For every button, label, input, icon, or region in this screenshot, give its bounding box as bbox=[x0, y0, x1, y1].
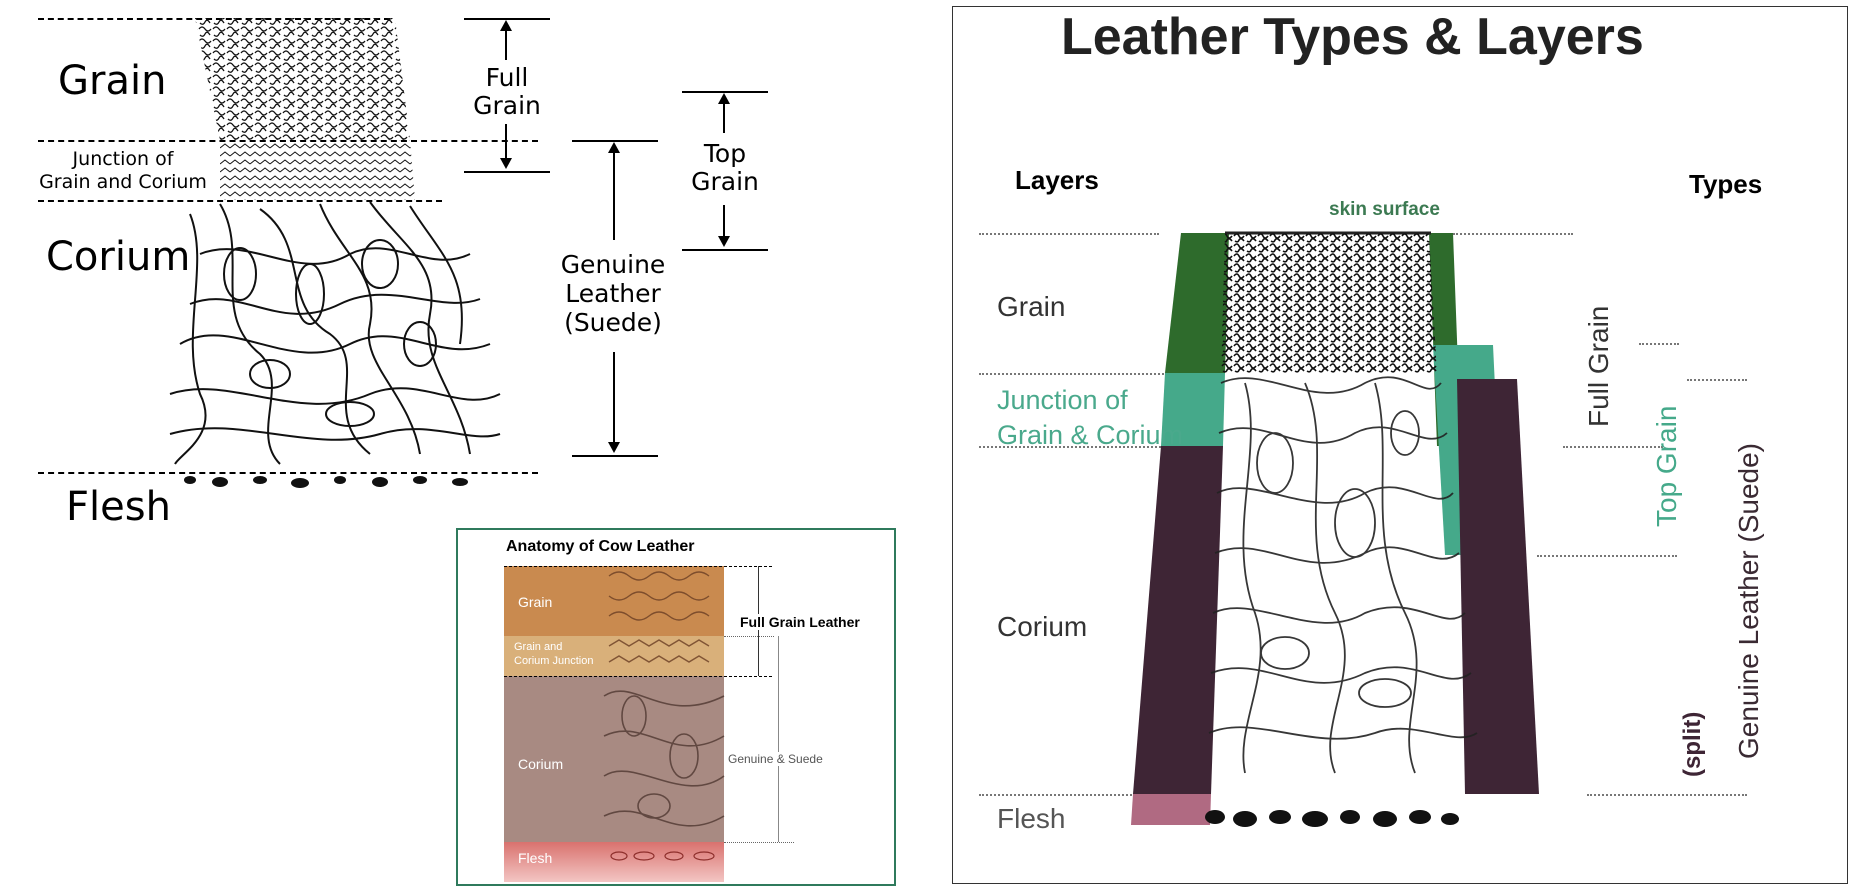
left-grain-dotted-line bbox=[979, 233, 1159, 235]
top-grain-line-upper bbox=[723, 103, 725, 133]
corium-layer-label: Corium bbox=[46, 234, 191, 280]
flesh-layer-label: Flesh bbox=[66, 484, 171, 530]
left-corium-bar bbox=[1133, 446, 1223, 794]
corium-flesh-boundary bbox=[38, 472, 538, 474]
genuine-line-lower bbox=[613, 352, 615, 444]
inset-grain-label: Grain bbox=[518, 594, 553, 610]
genuine-end-dotted-line bbox=[1587, 794, 1747, 796]
tissue-illustration bbox=[169, 18, 501, 488]
full-grain-type-label: Full Grain bbox=[454, 64, 560, 120]
flesh-layer-label-right: Flesh bbox=[997, 803, 1066, 834]
left-grain-bar bbox=[1165, 233, 1229, 373]
genuine-label-line2: Leather bbox=[565, 279, 661, 308]
junction-right-line1: Junction of bbox=[997, 385, 1128, 415]
inset-junction-label: Grain and Corium Junction bbox=[514, 640, 593, 668]
full-grain-type-label-right: Full Grain bbox=[1583, 305, 1614, 427]
genuine-label-line1: Genuine bbox=[560, 250, 666, 279]
left-corium-dotted-line bbox=[979, 446, 1169, 448]
full-grain-line-upper bbox=[505, 30, 507, 60]
full-grain-bottom-tick bbox=[464, 171, 550, 173]
central-tissue-illustration bbox=[1205, 233, 1478, 827]
skin-surface-label: skin surface bbox=[1329, 199, 1440, 220]
left-flesh-dotted-line bbox=[979, 794, 1175, 796]
junction-right-line2: Grain & Corium bbox=[997, 420, 1184, 450]
genuine-arrow-up bbox=[608, 142, 620, 153]
genuine-arrow-down bbox=[608, 442, 620, 453]
top-grain-line-lower bbox=[723, 205, 725, 237]
junction-layer-label-right: Junction of Grain & Corium bbox=[997, 383, 1183, 453]
left-junction-bar bbox=[1161, 373, 1225, 446]
inset-fiber-texture bbox=[603, 571, 725, 861]
inset-title: Anatomy of Cow Leather bbox=[506, 538, 695, 555]
top-grain-arrow-up bbox=[718, 93, 730, 104]
layer-color-bars bbox=[1131, 231, 1539, 825]
genuine-line-upper bbox=[613, 152, 615, 240]
grain-layer-label-right: Grain bbox=[997, 291, 1066, 322]
top-grain-start-dotted-line bbox=[1639, 343, 1679, 345]
inset-flesh-label: Flesh bbox=[518, 850, 553, 866]
diagram-title: Leather Types & Layers bbox=[1061, 8, 1644, 66]
inset-genuine-bracket bbox=[778, 636, 779, 842]
inset-junction-dotted-line bbox=[724, 636, 774, 637]
inset-flesh-band bbox=[504, 842, 724, 882]
left-flesh-bar bbox=[1131, 794, 1211, 825]
split-label: (split) bbox=[1679, 711, 1706, 777]
genuine-bottom-tick bbox=[572, 455, 658, 457]
types-header: Types bbox=[1689, 169, 1763, 199]
full-grain-label-line1: Full bbox=[485, 63, 529, 92]
full-grain-label-line2: Grain bbox=[473, 91, 541, 120]
top-grain-label-line2: Grain bbox=[691, 167, 759, 196]
genuine-start-dotted-line bbox=[1687, 379, 1747, 381]
full-grain-line-lower bbox=[505, 124, 507, 160]
genuine-type-label-right: Genuine Leather (Suede) bbox=[1733, 443, 1764, 759]
top-grain-type-label-right: Top Grain bbox=[1651, 405, 1682, 527]
inset-junction-line1: Grain and bbox=[514, 641, 563, 653]
top-grain-bottom-tick bbox=[682, 249, 768, 251]
left-junction-dotted-line bbox=[979, 373, 1167, 375]
junction-label-line1: Junction of bbox=[72, 148, 174, 170]
right-grain-dotted-line bbox=[1453, 233, 1573, 235]
top-grain-label-line1: Top bbox=[703, 139, 747, 168]
genuine-bar bbox=[1457, 379, 1539, 794]
inset-full-grain-label: Full Grain Leather bbox=[740, 614, 860, 630]
leather-cross-section-diagram: Grain Junction of Grain and Corium Coriu… bbox=[0, 0, 900, 530]
junction-layer-label: Junction of Grain and Corium bbox=[38, 148, 208, 194]
top-grain-type-label: Top Grain bbox=[672, 140, 778, 196]
inset-corium-label: Corium bbox=[518, 756, 564, 772]
inset-genuine-label: Genuine & Suede bbox=[728, 752, 823, 766]
top-grain-arrow-down bbox=[718, 236, 730, 247]
junction-label-line2: Grain and Corium bbox=[39, 171, 207, 193]
junction-corium-boundary bbox=[38, 200, 442, 202]
inset-junction-line2: Corium Junction bbox=[514, 655, 594, 667]
inset-top-dashed-line bbox=[504, 566, 772, 567]
genuine-label-line3: (Suede) bbox=[564, 308, 662, 337]
inset-junction-corium-dashed-line bbox=[504, 676, 772, 677]
full-grain-arrow-down bbox=[500, 158, 512, 169]
inset-flesh-dotted-line bbox=[724, 842, 794, 843]
genuine-type-label: Genuine Leather (Suede) bbox=[548, 250, 678, 337]
leather-types-layers-diagram: Leather Types & Layers Layers Types skin… bbox=[952, 6, 1848, 884]
right-corium-dotted-line bbox=[1563, 446, 1663, 448]
genuine-top-tick bbox=[572, 140, 658, 142]
layers-header: Layers bbox=[1015, 165, 1099, 195]
grain-layer-label: Grain bbox=[58, 58, 167, 104]
full-grain-arrow-up bbox=[500, 20, 512, 31]
top-grain-top-tick bbox=[682, 91, 768, 93]
inset-corium-band bbox=[504, 676, 724, 842]
corium-layer-label-right: Corium bbox=[997, 611, 1088, 642]
top-grain-end-dotted-line bbox=[1537, 555, 1677, 557]
anatomy-inset: Anatomy of Cow Leather Grain bbox=[456, 528, 896, 886]
full-grain-top-tick bbox=[464, 18, 550, 20]
